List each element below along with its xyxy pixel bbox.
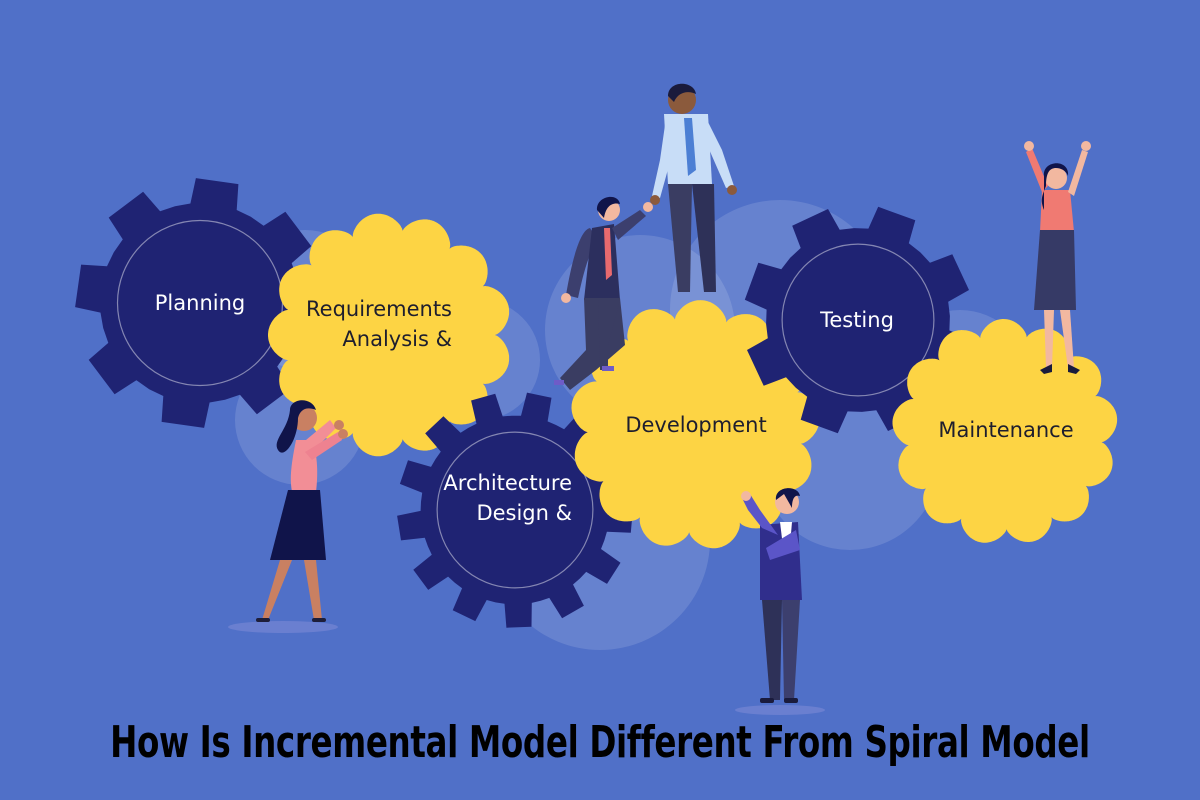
man-lifting-gear-figure — [735, 488, 825, 715]
man-helping-figure — [650, 83, 737, 292]
gear-label-planning: Planning — [155, 291, 245, 315]
gear-shape — [892, 319, 1118, 543]
gear-inner-ring — [781, 243, 935, 397]
gear-planning: Planning — [75, 178, 325, 428]
gear-shape — [268, 213, 510, 457]
page-title: How Is Incremental Model Different From … — [0, 712, 1200, 772]
gear-label-development: Development — [625, 413, 766, 437]
woman-celebrating-figure — [1024, 141, 1091, 374]
gear-maintenance: Maintenance — [892, 319, 1118, 543]
man-climbing-figure — [554, 196, 653, 390]
gear-shape — [75, 178, 325, 428]
gear-shape — [397, 392, 633, 628]
gear-label-testing: Testing — [819, 308, 894, 332]
gear-inner-ring — [436, 431, 594, 589]
page-title-text: How Is Incremental Model Different From … — [110, 716, 1090, 768]
gear-label-maintenance: Maintenance — [938, 418, 1073, 442]
woman-pushing-gear-figure — [228, 400, 348, 633]
